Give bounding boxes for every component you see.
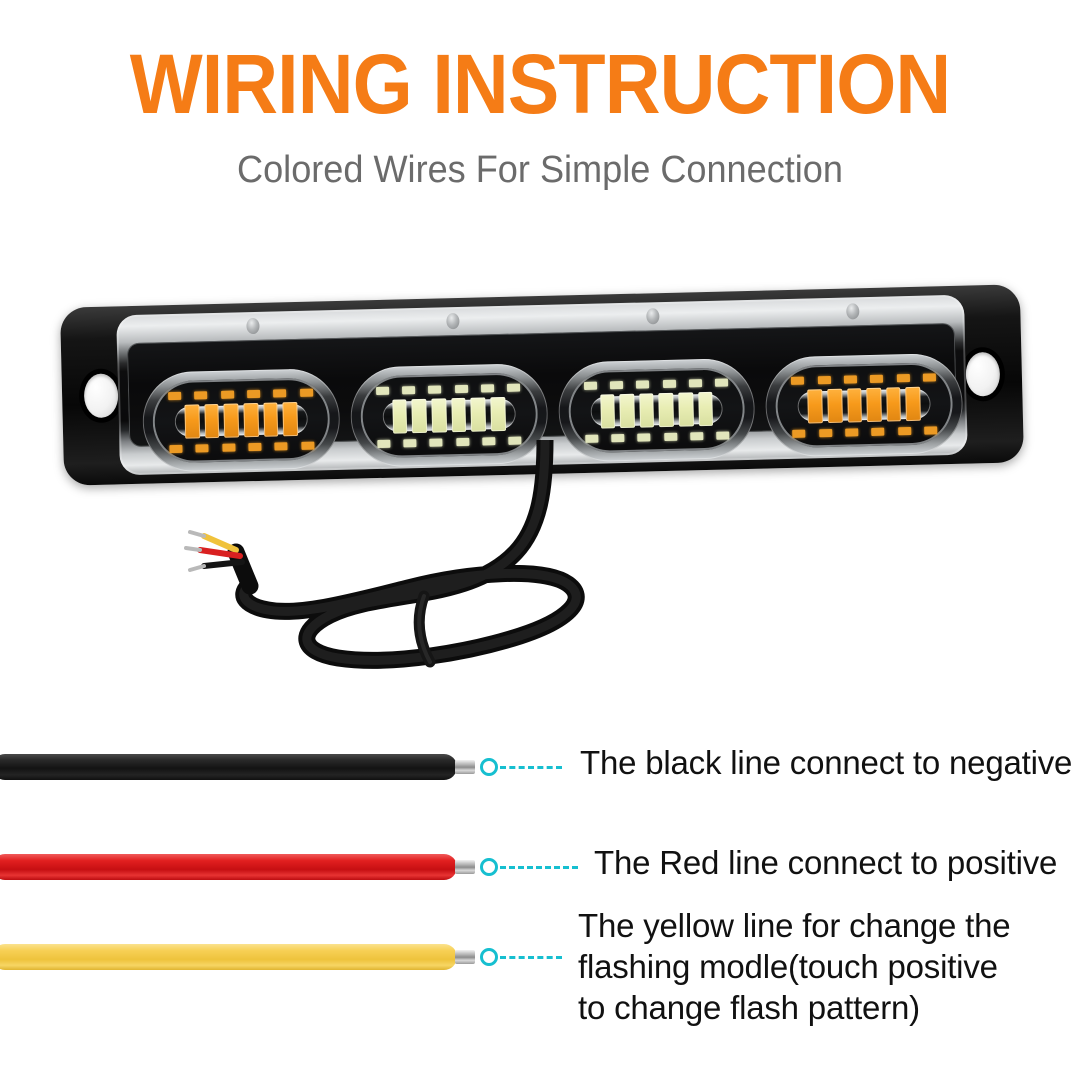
power-cable [184, 440, 585, 669]
led-mini-chip [716, 430, 730, 440]
led-mini-chip [273, 388, 287, 398]
led-chip [223, 403, 240, 438]
led-chip [658, 392, 675, 428]
legend-label-yellow: The yellow line for change the flashing … [578, 907, 1011, 1026]
led-chip [846, 388, 863, 423]
led-chip [905, 386, 921, 422]
led-chip [203, 403, 220, 439]
led-pod-core [797, 386, 931, 424]
led-mini-chip [897, 426, 911, 435]
led-mini-chip [481, 383, 495, 392]
led-mini-chip [715, 377, 729, 387]
led-chip [243, 402, 259, 438]
leader-line-red [500, 866, 578, 869]
lens-screw-boss [246, 317, 260, 335]
connector-marker-black [480, 758, 498, 776]
led-chip [282, 401, 298, 437]
led-chip [827, 388, 843, 424]
led-mini-chip [194, 390, 208, 399]
leader-line-black [500, 766, 562, 769]
wire-sample-black [0, 754, 457, 780]
led-mini-chip [690, 431, 704, 440]
led-pod-core [382, 396, 516, 434]
led-chip [619, 393, 635, 429]
wire-sample-yellow [0, 944, 457, 970]
led-chip [470, 397, 486, 432]
led-chip [450, 397, 467, 433]
led-pod-core [589, 391, 724, 429]
led-chip [638, 393, 655, 428]
connector-marker-red [480, 858, 498, 876]
lens-screw-boss [446, 313, 460, 330]
led-mini-chip [402, 385, 416, 394]
page-title: WIRING INSTRUCTION [129, 37, 952, 131]
led-mini-chip [817, 375, 831, 384]
led-mini-chip [375, 386, 389, 395]
led-mini-chip [428, 384, 442, 394]
led-mini-chip [583, 381, 597, 390]
led-chip [885, 387, 902, 422]
led-mini-chip [220, 390, 234, 399]
lens-screw-boss [846, 303, 860, 320]
led-mini-chip [662, 379, 676, 388]
led-chip [392, 399, 408, 434]
led-mini-chip [818, 428, 832, 437]
led-mini-chip [507, 383, 521, 392]
led-mini-chip [792, 429, 806, 438]
led-mini-chip [871, 427, 885, 436]
wire-tip-black [455, 760, 475, 774]
led-chip [807, 389, 823, 424]
led-chip [431, 398, 447, 433]
led-mini-chip [845, 427, 859, 437]
led-chip [599, 394, 616, 429]
led-pod-cavity [774, 361, 954, 449]
wire-tip-yellow [455, 950, 475, 964]
lens-screw-boss [646, 308, 660, 325]
page-subtitle: Colored Wires For Simple Connection [237, 149, 843, 191]
mounting-hole-left [83, 373, 119, 419]
led-mini-chip [791, 376, 805, 385]
led-mini-row-bot [792, 425, 938, 438]
led-mini-row-top [583, 377, 729, 390]
legend-label-red: The Red line connect to positive [594, 844, 1058, 881]
led-mini-row-top [791, 372, 936, 385]
led-mini-chip [924, 425, 938, 435]
led-chip [262, 402, 279, 437]
connector-marker-yellow [480, 948, 498, 966]
led-mini-chip [454, 384, 468, 393]
led-pod-core [174, 401, 308, 439]
led-chip [866, 387, 882, 423]
led-chip [678, 392, 694, 427]
wire-tip-red [455, 860, 475, 874]
lead-yellow [201, 533, 239, 553]
led-mini-chip [922, 372, 936, 382]
led-mini-chip [609, 380, 623, 389]
lead-black [201, 559, 245, 569]
led-chip [411, 398, 428, 434]
leader-line-yellow [500, 956, 562, 959]
led-chip [184, 404, 200, 439]
lens-inner-cavity [126, 322, 964, 473]
led-mini-chip [299, 388, 313, 397]
led-mini-row-top [375, 383, 521, 396]
led-mini-row-top [168, 388, 313, 401]
led-mini-chip [636, 379, 650, 389]
cable-tie [413, 590, 436, 668]
led-mini-chip [870, 374, 884, 383]
led-mini-chip [168, 391, 182, 400]
led-chip [490, 396, 506, 432]
lead-red [197, 547, 243, 559]
mounting-hole-right [965, 351, 1001, 397]
legend-label-black: The black line connect to negative [580, 744, 1073, 781]
led-mini-chip [843, 374, 857, 384]
wire-sample-red [0, 854, 457, 880]
led-mini-chip [896, 373, 910, 382]
led-chip [697, 391, 714, 427]
led-mini-chip [247, 389, 261, 398]
led-mini-chip [688, 378, 702, 387]
